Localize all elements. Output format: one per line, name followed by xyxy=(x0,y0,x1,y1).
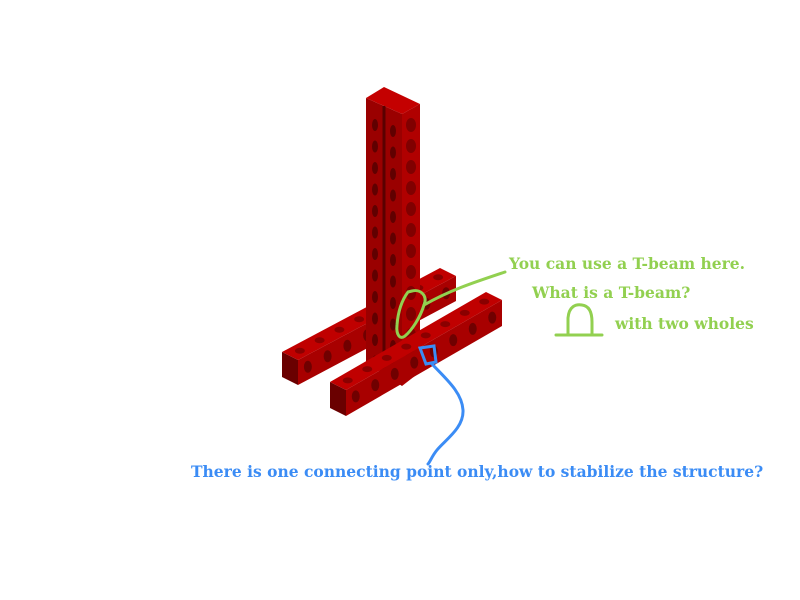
column-hole xyxy=(406,118,416,132)
tbeam-answer-text: with two wholes xyxy=(615,314,754,333)
column-hole xyxy=(390,254,396,266)
beam-hole xyxy=(449,334,458,347)
column-hole xyxy=(406,181,416,195)
stud xyxy=(334,326,345,333)
beam-hole xyxy=(351,390,360,403)
tbeam-sketch-icon xyxy=(554,303,604,337)
tbeam-question-text: What is a T-beam? xyxy=(532,283,691,302)
blue-circle-mark xyxy=(417,344,438,366)
column-hole xyxy=(390,146,396,159)
column-hole xyxy=(406,244,416,258)
column-hole xyxy=(406,265,416,279)
beam-hole xyxy=(488,311,497,324)
column-hole xyxy=(372,140,378,153)
column-hole xyxy=(406,202,416,216)
column-hole xyxy=(372,162,378,174)
beam-hole xyxy=(323,350,332,363)
column-hole xyxy=(390,189,396,202)
green-leader-line xyxy=(422,270,507,307)
green-circle-mark xyxy=(395,289,427,339)
stud xyxy=(381,354,392,361)
column-hole xyxy=(372,248,378,260)
column-hole xyxy=(372,312,378,325)
beam-hole xyxy=(303,360,312,373)
column-hole xyxy=(372,291,378,303)
column-hole xyxy=(390,275,396,288)
blue-annotation-marks xyxy=(417,344,465,466)
column-hole xyxy=(406,223,416,237)
stud xyxy=(479,298,490,305)
column-hole xyxy=(372,334,378,346)
column-hole xyxy=(406,307,416,321)
column-hole xyxy=(390,232,396,245)
column-hole xyxy=(372,205,378,217)
beam-hole xyxy=(390,367,399,380)
stud xyxy=(362,366,373,373)
beam-hole xyxy=(410,356,419,369)
column-hole xyxy=(372,269,378,282)
stud xyxy=(401,343,412,350)
column-hole xyxy=(372,119,378,131)
stud xyxy=(459,309,470,316)
beam-hole xyxy=(343,339,352,352)
column-hole xyxy=(372,226,378,239)
column-hole xyxy=(390,297,396,309)
connecting-point-question-text: There is one connecting point only,how t… xyxy=(191,462,764,481)
beam-hole xyxy=(468,322,477,335)
stud xyxy=(294,347,305,354)
beam-hole xyxy=(371,379,380,392)
stud xyxy=(440,321,451,328)
column-hole xyxy=(406,160,416,174)
column-hole xyxy=(406,139,416,153)
column-hole xyxy=(390,318,396,331)
column-hole xyxy=(390,168,396,180)
stud xyxy=(314,337,325,344)
stud xyxy=(433,274,444,281)
tbeam-suggestion-text: You can use a T-beam here. xyxy=(509,254,746,273)
green-annotation-marks xyxy=(395,270,604,339)
stud xyxy=(342,377,353,384)
blue-leader-line xyxy=(426,362,465,466)
column-hole xyxy=(372,183,378,196)
stud xyxy=(354,316,365,323)
column-hole xyxy=(390,211,396,223)
stud xyxy=(420,332,431,339)
vertical-column-beams xyxy=(366,87,420,386)
column-hole xyxy=(390,125,396,137)
